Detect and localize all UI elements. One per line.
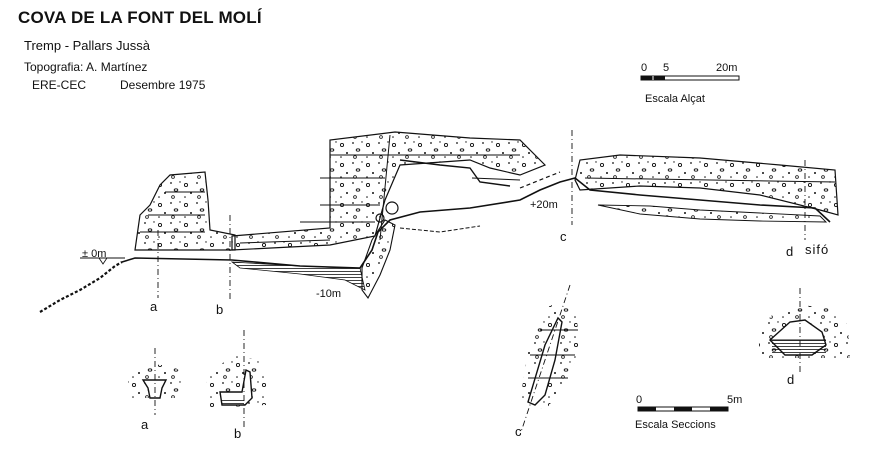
- profile-mark-a: a: [150, 299, 158, 314]
- section-label-d: d: [787, 372, 795, 387]
- cross-section-a: [128, 348, 182, 415]
- profile-section-lines: [157, 130, 806, 300]
- cross-section-b: [205, 330, 268, 428]
- elev-scale-label: Escala Alçat: [645, 93, 705, 105]
- profile-mark-d: d: [786, 244, 794, 259]
- topography-credit: Topografia: A. Martínez: [24, 60, 148, 74]
- group-credit: ERE-CEC: [32, 78, 87, 92]
- elevation-scale-bar: [640, 75, 740, 81]
- section-scale-tick-5: 5m: [727, 394, 743, 406]
- sump-label: sifó: [805, 242, 830, 257]
- section-scale-label: Escala Seccions: [635, 419, 716, 431]
- section-label-a: a: [141, 417, 149, 432]
- survey-title: COVA DE LA FONT DEL MOLÍ: [18, 8, 262, 27]
- section-scale-tick-0: 0: [636, 394, 643, 406]
- cave-profile: [39, 131, 839, 313]
- elev-scale-tick-0: 0: [641, 62, 648, 74]
- elev-scale-tick-20: 20m: [716, 62, 738, 74]
- section-label-c: c: [515, 424, 522, 439]
- cross-section-c: [519, 284, 580, 436]
- depth-low-label: -10m: [316, 288, 342, 300]
- profile-mark-c: c: [560, 229, 567, 244]
- location-subtitle: Tremp - Pallars Jussà: [24, 38, 150, 53]
- survey-date: Desembre 1975: [120, 78, 206, 92]
- sections-scale-bar: [637, 406, 729, 412]
- datum-label: ± 0m: [82, 248, 107, 260]
- cross-section-d: [758, 288, 850, 372]
- depth-high-label: +20m: [530, 199, 558, 211]
- elev-scale-tick-5: 5: [663, 62, 670, 74]
- profile-mark-b: b: [216, 302, 224, 317]
- section-label-b: b: [234, 426, 242, 441]
